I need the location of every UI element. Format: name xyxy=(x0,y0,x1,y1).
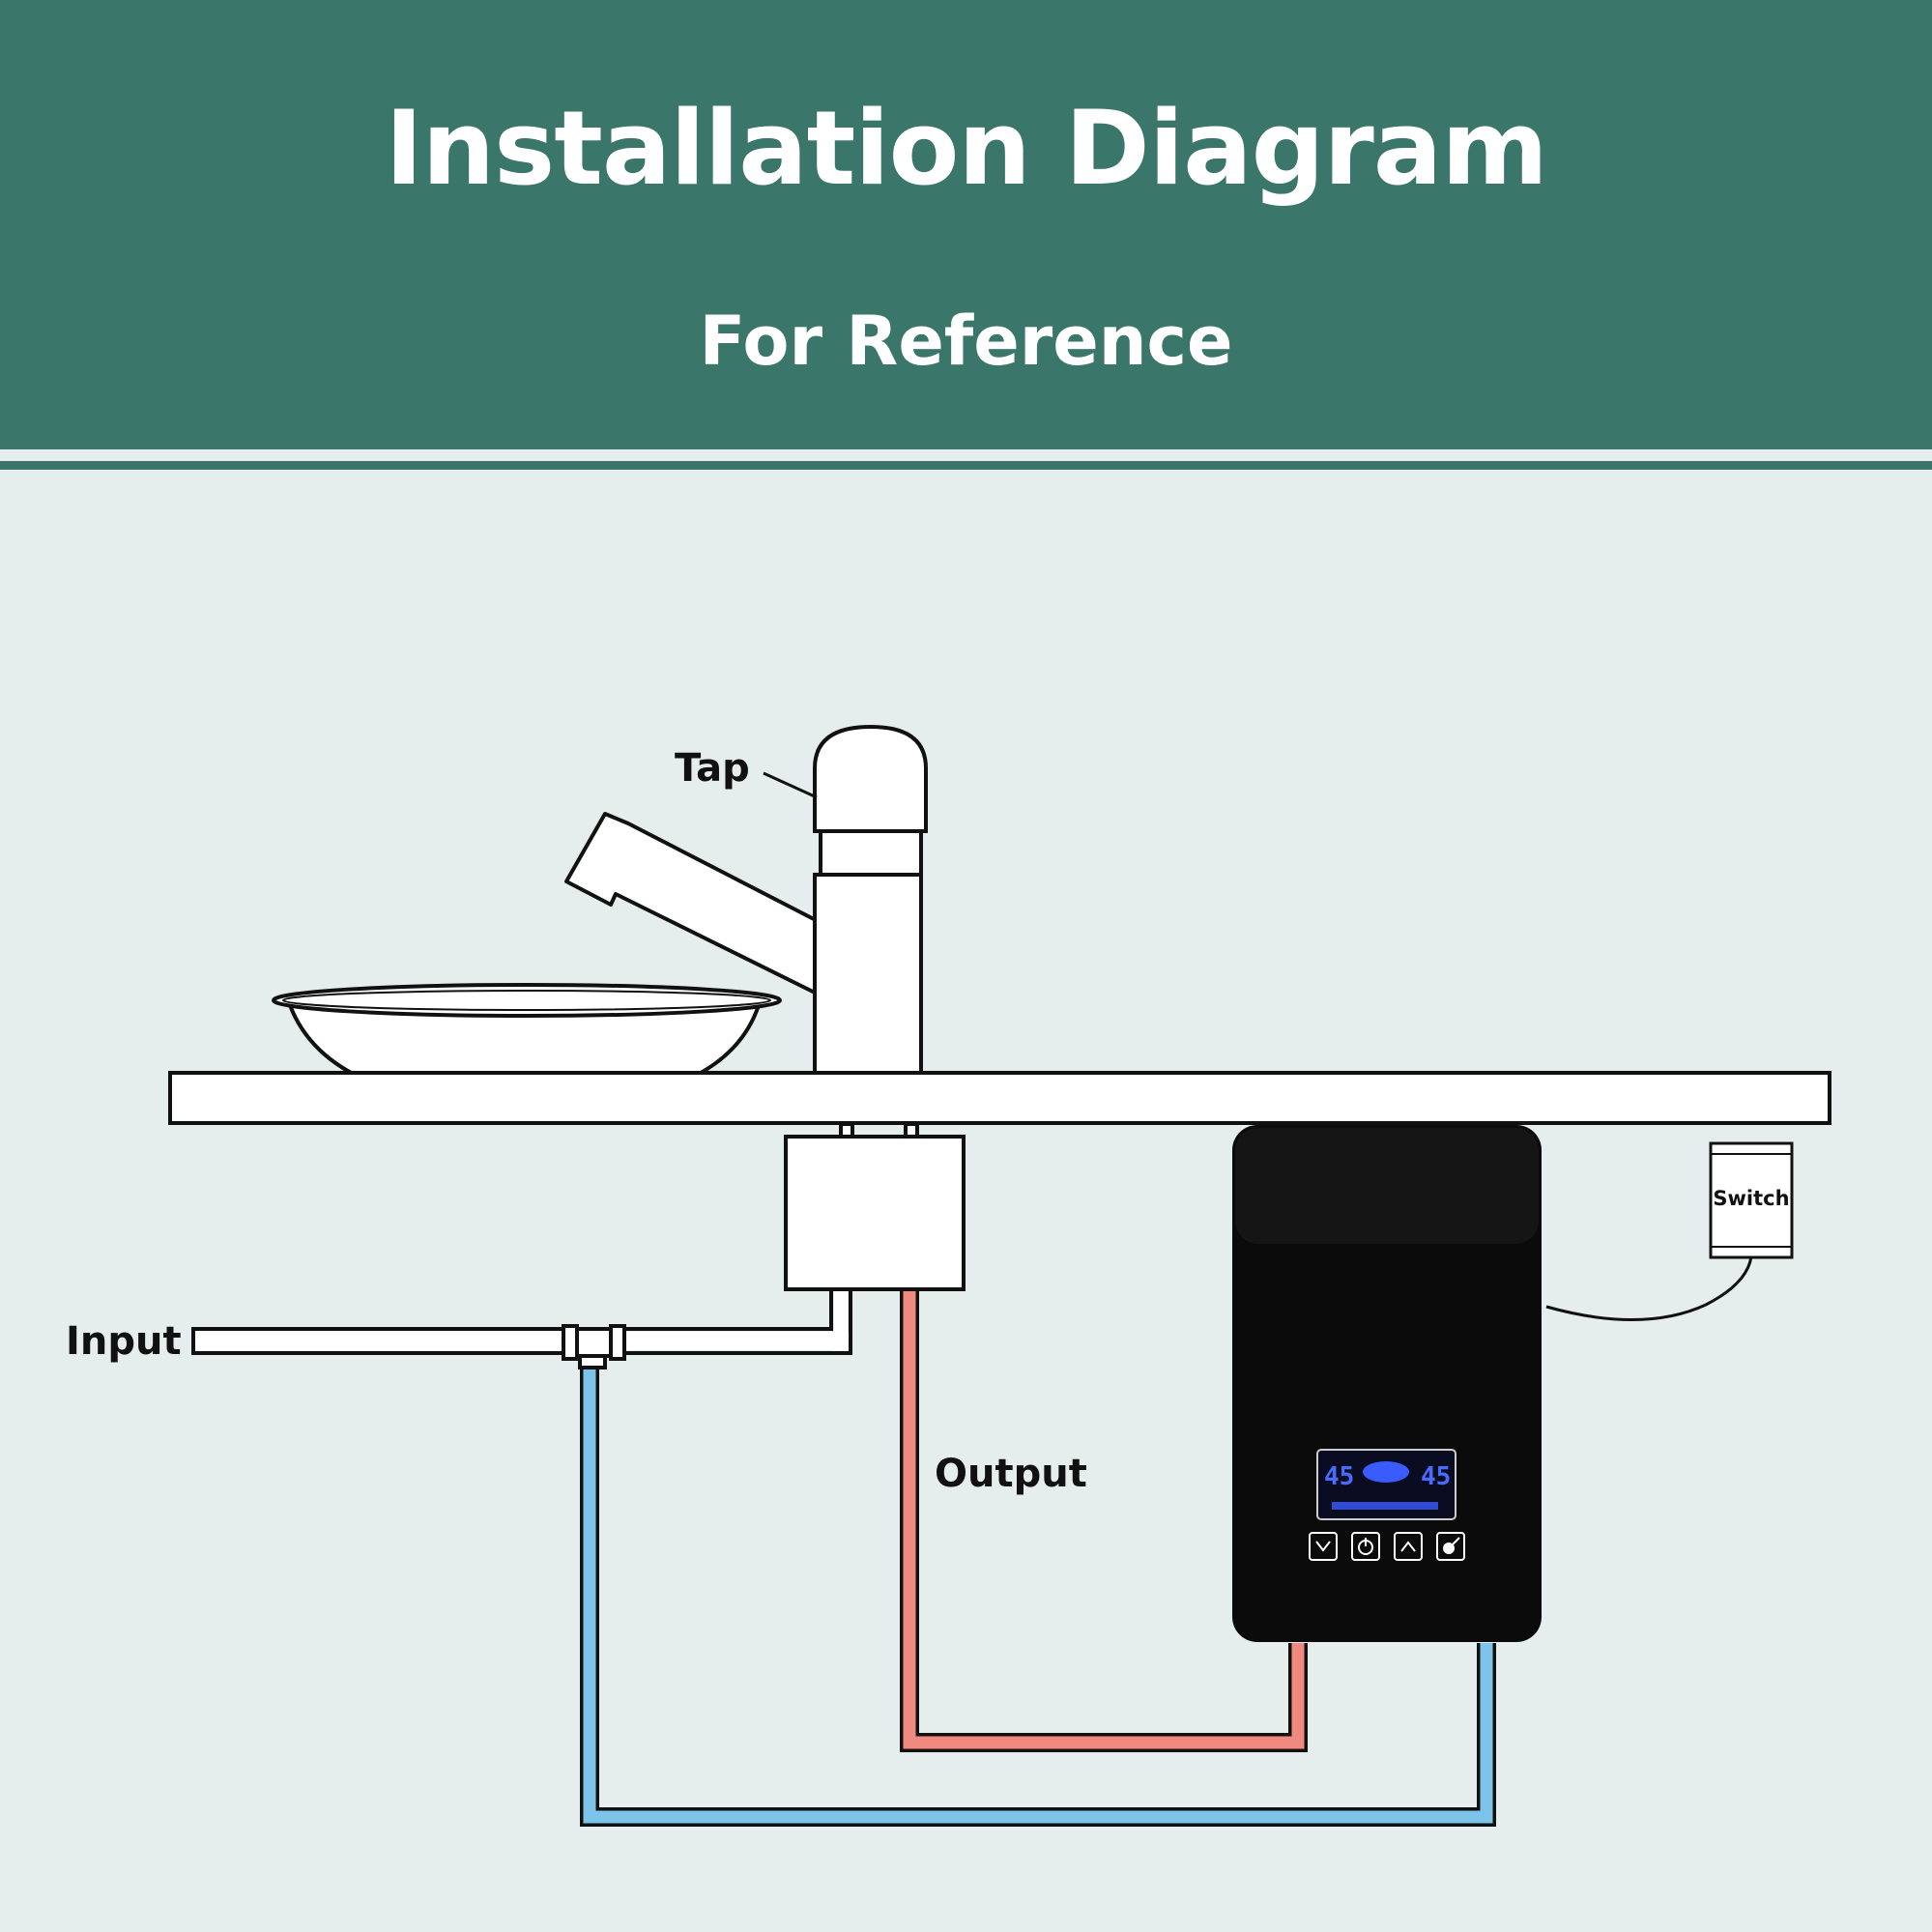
tap-label: Tap xyxy=(675,746,750,791)
display-right-temp: 45 xyxy=(1421,1462,1451,1491)
display-left-temp: 45 xyxy=(1324,1462,1354,1491)
countertop xyxy=(168,1071,1831,1125)
up-arrow-icon[interactable] xyxy=(1394,1532,1423,1561)
output-label: Output xyxy=(935,1452,1087,1496)
tap-valve-box xyxy=(784,1122,966,1291)
power-icon[interactable] xyxy=(1351,1532,1380,1561)
down-arrow-icon[interactable] xyxy=(1309,1532,1338,1561)
page-title: Installation Diagram xyxy=(385,89,1548,208)
mode-icon[interactable] xyxy=(1436,1532,1465,1561)
page-subtitle: For Reference xyxy=(699,302,1233,381)
input-label: Input xyxy=(66,1319,182,1364)
switch-label: Switch xyxy=(1713,1187,1789,1210)
input-pipe xyxy=(191,1327,572,1355)
power-cable xyxy=(1545,1255,1753,1321)
tap-icon xyxy=(564,724,928,1075)
header-divider xyxy=(0,461,1932,470)
t-junction-fitting xyxy=(562,1324,626,1370)
water-heater: 45 45 xyxy=(1232,1125,1542,1642)
header-banner: Installation Diagram For Reference xyxy=(0,0,1932,449)
power-switch xyxy=(1709,1141,1794,1259)
